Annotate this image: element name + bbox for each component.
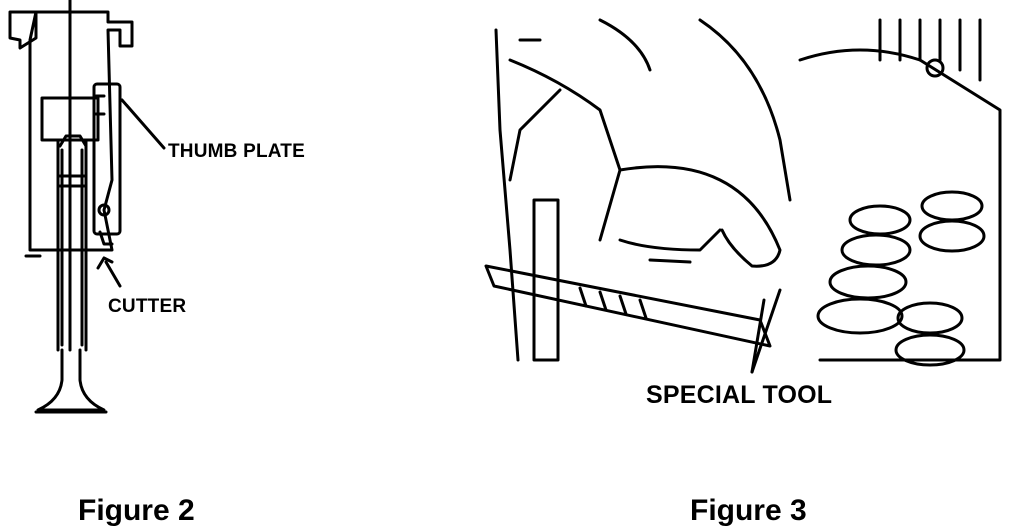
figure-3-illustration (484, 18, 1002, 374)
special-tool-leader (750, 298, 766, 374)
hand (618, 165, 782, 268)
special-tool-label: SPECIAL TOOL (646, 381, 833, 409)
thumb-plate (92, 82, 122, 236)
figure-2-illustration (8, 0, 166, 414)
cutter-label: CUTTER (108, 296, 187, 317)
valve-stem-guide (56, 138, 88, 352)
tool-cavity (40, 96, 100, 142)
figure-3-caption: Figure 3 (690, 494, 807, 527)
figure-2-caption: Figure 2 (78, 494, 195, 527)
cutter-leader (104, 260, 122, 288)
arm (508, 58, 622, 242)
tool-body-main (28, 10, 134, 252)
thumb-plate-label: THUMB PLATE (168, 141, 305, 162)
special-tool-shaft (484, 264, 772, 348)
valve-head (36, 348, 106, 412)
cylinder-head (798, 48, 1002, 362)
camshaft (816, 190, 986, 367)
thumb-plate-leader (120, 98, 166, 150)
